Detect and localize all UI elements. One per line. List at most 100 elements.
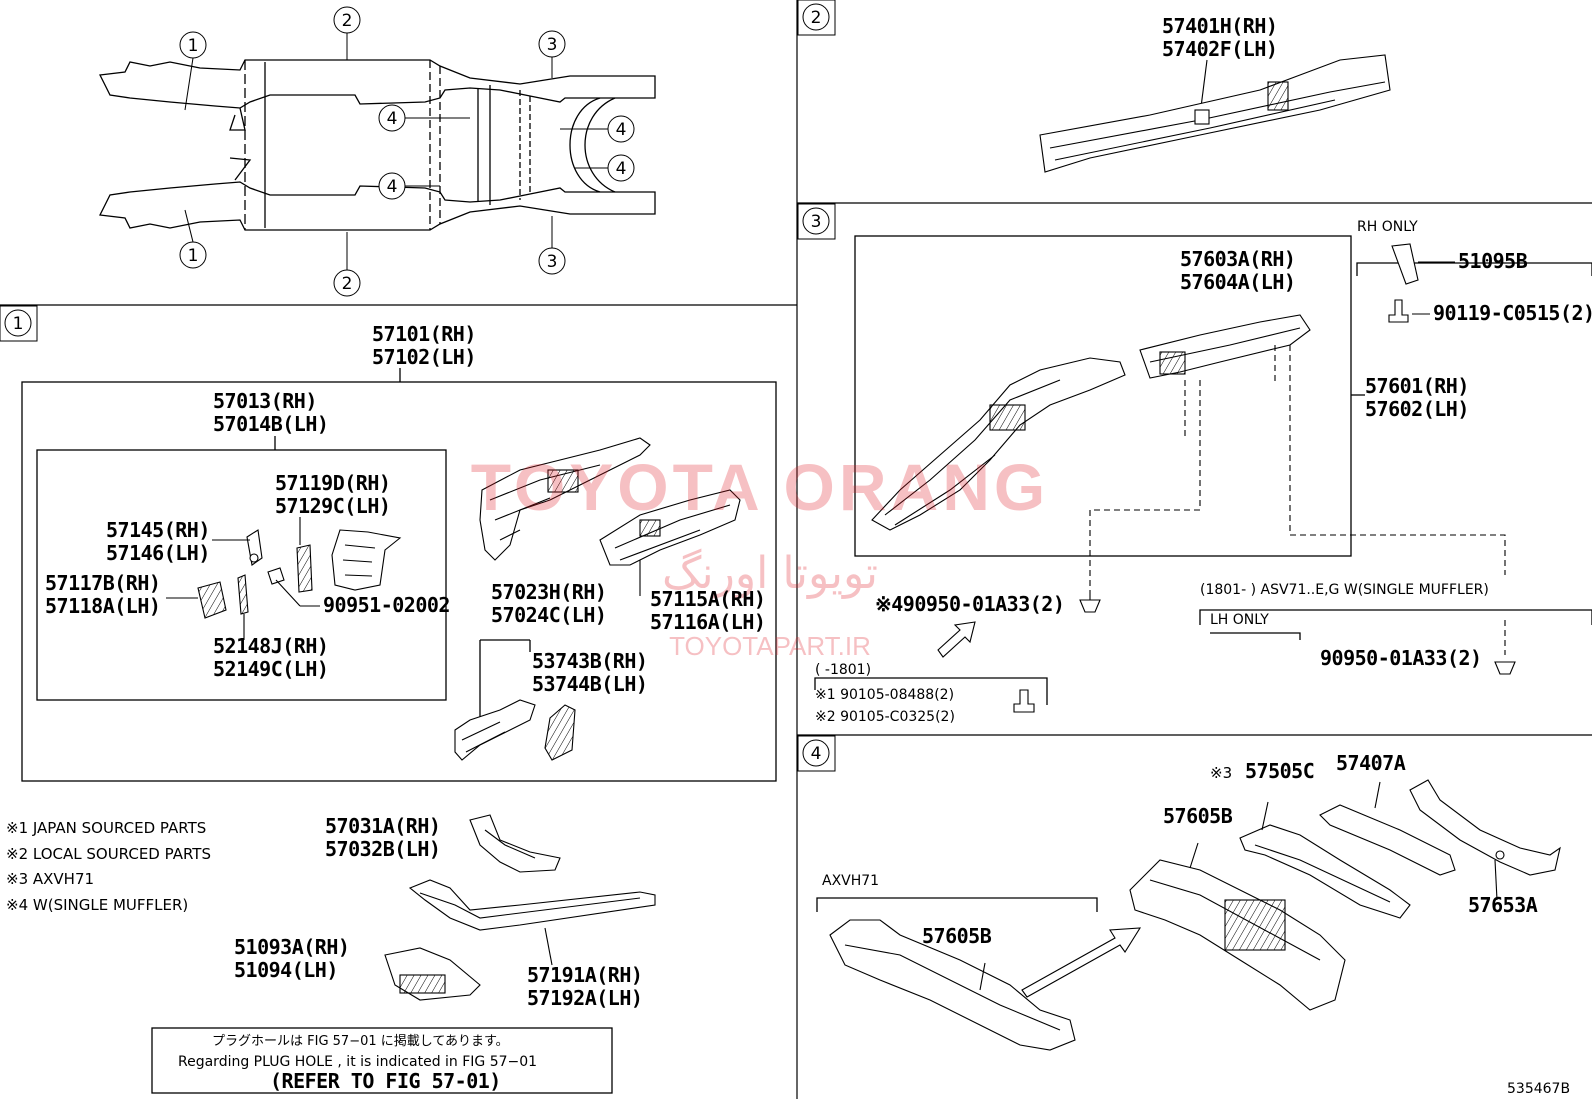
section-4-frames xyxy=(816,897,1098,912)
clip-90950b-sketch xyxy=(1494,661,1516,675)
direction-arrow-sec4 xyxy=(1021,927,1142,998)
plug-hole-note: プラグホールは FIG 57−01 に掲載してあります。 Regarding P… xyxy=(178,1033,537,1093)
part-57401H-sketch xyxy=(1039,54,1391,173)
label-57024C: 57024C(LH) xyxy=(491,603,606,627)
label-57191A: 57191A(RH) xyxy=(527,963,642,987)
section-1-parts xyxy=(166,437,741,1001)
overview-callout-numbers: 1 2 3 4 4 4 4 1 2 3 xyxy=(188,11,627,294)
part-57031A-sketch xyxy=(469,814,561,873)
plug-hole-note-box xyxy=(151,1027,613,1094)
lh-only: LH ONLY xyxy=(1210,612,1269,628)
callout-1-lower: 1 xyxy=(188,246,199,266)
part-57191A-sketch xyxy=(408,879,656,931)
label-57101: 57101(RH) xyxy=(372,322,476,346)
section-4-text: AXVH71 xyxy=(822,873,879,889)
part-57601-sketch xyxy=(871,357,1126,531)
callout-3-upper: 3 xyxy=(547,35,558,55)
label-52149C: 52149C(LH) xyxy=(213,657,328,681)
note-axvh71: ※3 AXVH71 xyxy=(6,870,94,888)
section-1-frames xyxy=(21,368,777,782)
label-51093A: 51093A(RH) xyxy=(234,935,349,959)
watermark-fa: تویوتا اورنگ xyxy=(662,548,878,599)
note-single-muffler: ※4 W(SINGLE MUFFLER) xyxy=(6,896,188,914)
plug-hole-jp: プラグホールは FIG 57−01 に掲載してあります。 xyxy=(212,1033,509,1049)
label-57023H: 57023H(RH) xyxy=(491,580,606,604)
label-57102: 57102(LH) xyxy=(372,345,476,369)
label-57116A: 57116A(LH) xyxy=(650,610,765,634)
asv-note: (1801- ) ASV71..E,G W(SINGLE MUFFLER) xyxy=(1200,582,1489,598)
watermark-main: TOYOTA ORANG xyxy=(471,450,1049,524)
plug-hole-en: Regarding PLUG HOLE , it is indicated in… xyxy=(178,1054,537,1070)
footnotes: ※1 JAPAN SOURCED PARTS ※2 LOCAL SOURCED … xyxy=(6,819,211,914)
label-53743B: 53743B(RH) xyxy=(532,649,647,673)
label-57604A: 57604A(LH) xyxy=(1180,270,1295,294)
direction-arrow xyxy=(937,621,976,658)
label-90950b: 90950-01A33(2) xyxy=(1320,646,1482,670)
label-57402F: 57402F(LH) xyxy=(1162,37,1277,61)
label-57603A: 57603A(RH) xyxy=(1180,247,1295,271)
note-local-sourced: ※2 LOCAL SOURCED PARTS xyxy=(6,845,211,863)
part-labels: 57101(RH) 57102(LH) 57013(RH) 57014B(LH)… xyxy=(45,14,1592,1010)
axvh71-label: AXVH71 xyxy=(822,873,879,889)
label-490950: ※490950-01A33(2) xyxy=(875,592,1064,616)
refer-fig: (REFER TO FIG 57-01) xyxy=(270,1069,501,1093)
note-japan-sourced: ※1 JAPAN SOURCED PARTS xyxy=(6,819,206,837)
label-57117B: 57117B(RH) xyxy=(45,571,160,595)
label-57013: 57013(RH) xyxy=(213,389,317,413)
label-57146: 57146(LH) xyxy=(106,541,210,565)
section-1-marker: 1 xyxy=(13,314,24,334)
part-57605B-axvh-sketch xyxy=(829,919,1076,1051)
part-57653A-sketch xyxy=(1409,779,1561,876)
callout-4-a: 4 xyxy=(387,109,398,129)
callout-1-upper: 1 xyxy=(188,36,199,56)
bolt-90105-sketch xyxy=(1013,689,1035,713)
label-57601: 57601(RH) xyxy=(1365,374,1469,398)
watermark: TOYOTA ORANG تویوتا اورنگ TOYOTAPART.IR xyxy=(471,450,1049,661)
part-57013-sketch xyxy=(331,529,402,591)
label-57605B-axvh: 57605B xyxy=(922,924,992,948)
section-2-marker: 2 xyxy=(811,8,822,28)
label-57192A: 57192A(LH) xyxy=(527,986,642,1010)
section-markers xyxy=(0,0,836,772)
part-52148J-sketch xyxy=(237,574,249,615)
section-3-text: RH ONLY LH ONLY (1801- ) ASV71..E,G W(SI… xyxy=(815,219,1489,725)
part-57115A-sketch xyxy=(599,489,741,566)
watermark-url: TOYOTAPART.IR xyxy=(669,631,871,661)
label-57505C-mark: ※3 xyxy=(1210,764,1232,782)
clip-490950-sketch xyxy=(1079,599,1101,613)
section-3-frames xyxy=(814,235,1592,705)
label-57129C: 57129C(LH) xyxy=(275,494,390,518)
section-4-marker: 4 xyxy=(811,744,822,764)
part-57117B-sketch xyxy=(197,581,227,619)
callout-2-lower: 2 xyxy=(342,274,353,294)
rh-only: RH ONLY xyxy=(1357,219,1418,235)
label-57014B: 57014B(LH) xyxy=(213,412,328,436)
callout-4-c: 4 xyxy=(616,120,627,140)
label-57605B: 57605B xyxy=(1163,804,1233,828)
overview-frame-layout xyxy=(99,59,656,231)
label-57401H: 57401H(RH) xyxy=(1162,14,1277,38)
label-57118A: 57118A(LH) xyxy=(45,594,160,618)
label-90951: 90951-02002 xyxy=(323,593,450,617)
bolt-local: ※2 90105-C0325(2) xyxy=(815,709,955,725)
label-57115A: 57115A(RH) xyxy=(650,587,765,611)
label-53744B: 53744B(LH) xyxy=(532,672,647,696)
part-57101-sketch xyxy=(479,437,651,561)
part-51095B-sketch xyxy=(1391,243,1419,285)
bolt-range: ( -1801) xyxy=(815,662,871,678)
callout-4-d: 4 xyxy=(616,159,627,179)
diagram-id: 535467B xyxy=(1507,1081,1570,1097)
section-4-parts xyxy=(829,779,1561,1051)
part-53743B-sketch xyxy=(544,704,576,761)
label-51094: 51094(LH) xyxy=(234,958,338,982)
section-2-parts xyxy=(1039,54,1391,173)
bolt-japan: ※1 90105-08488(2) xyxy=(815,687,954,703)
overview-callouts xyxy=(179,6,635,297)
callout-2-upper: 2 xyxy=(342,11,353,31)
section-3-marker: 3 xyxy=(811,212,822,232)
label-57032B: 57032B(LH) xyxy=(325,837,440,861)
part-57023H-sketch xyxy=(454,699,536,761)
